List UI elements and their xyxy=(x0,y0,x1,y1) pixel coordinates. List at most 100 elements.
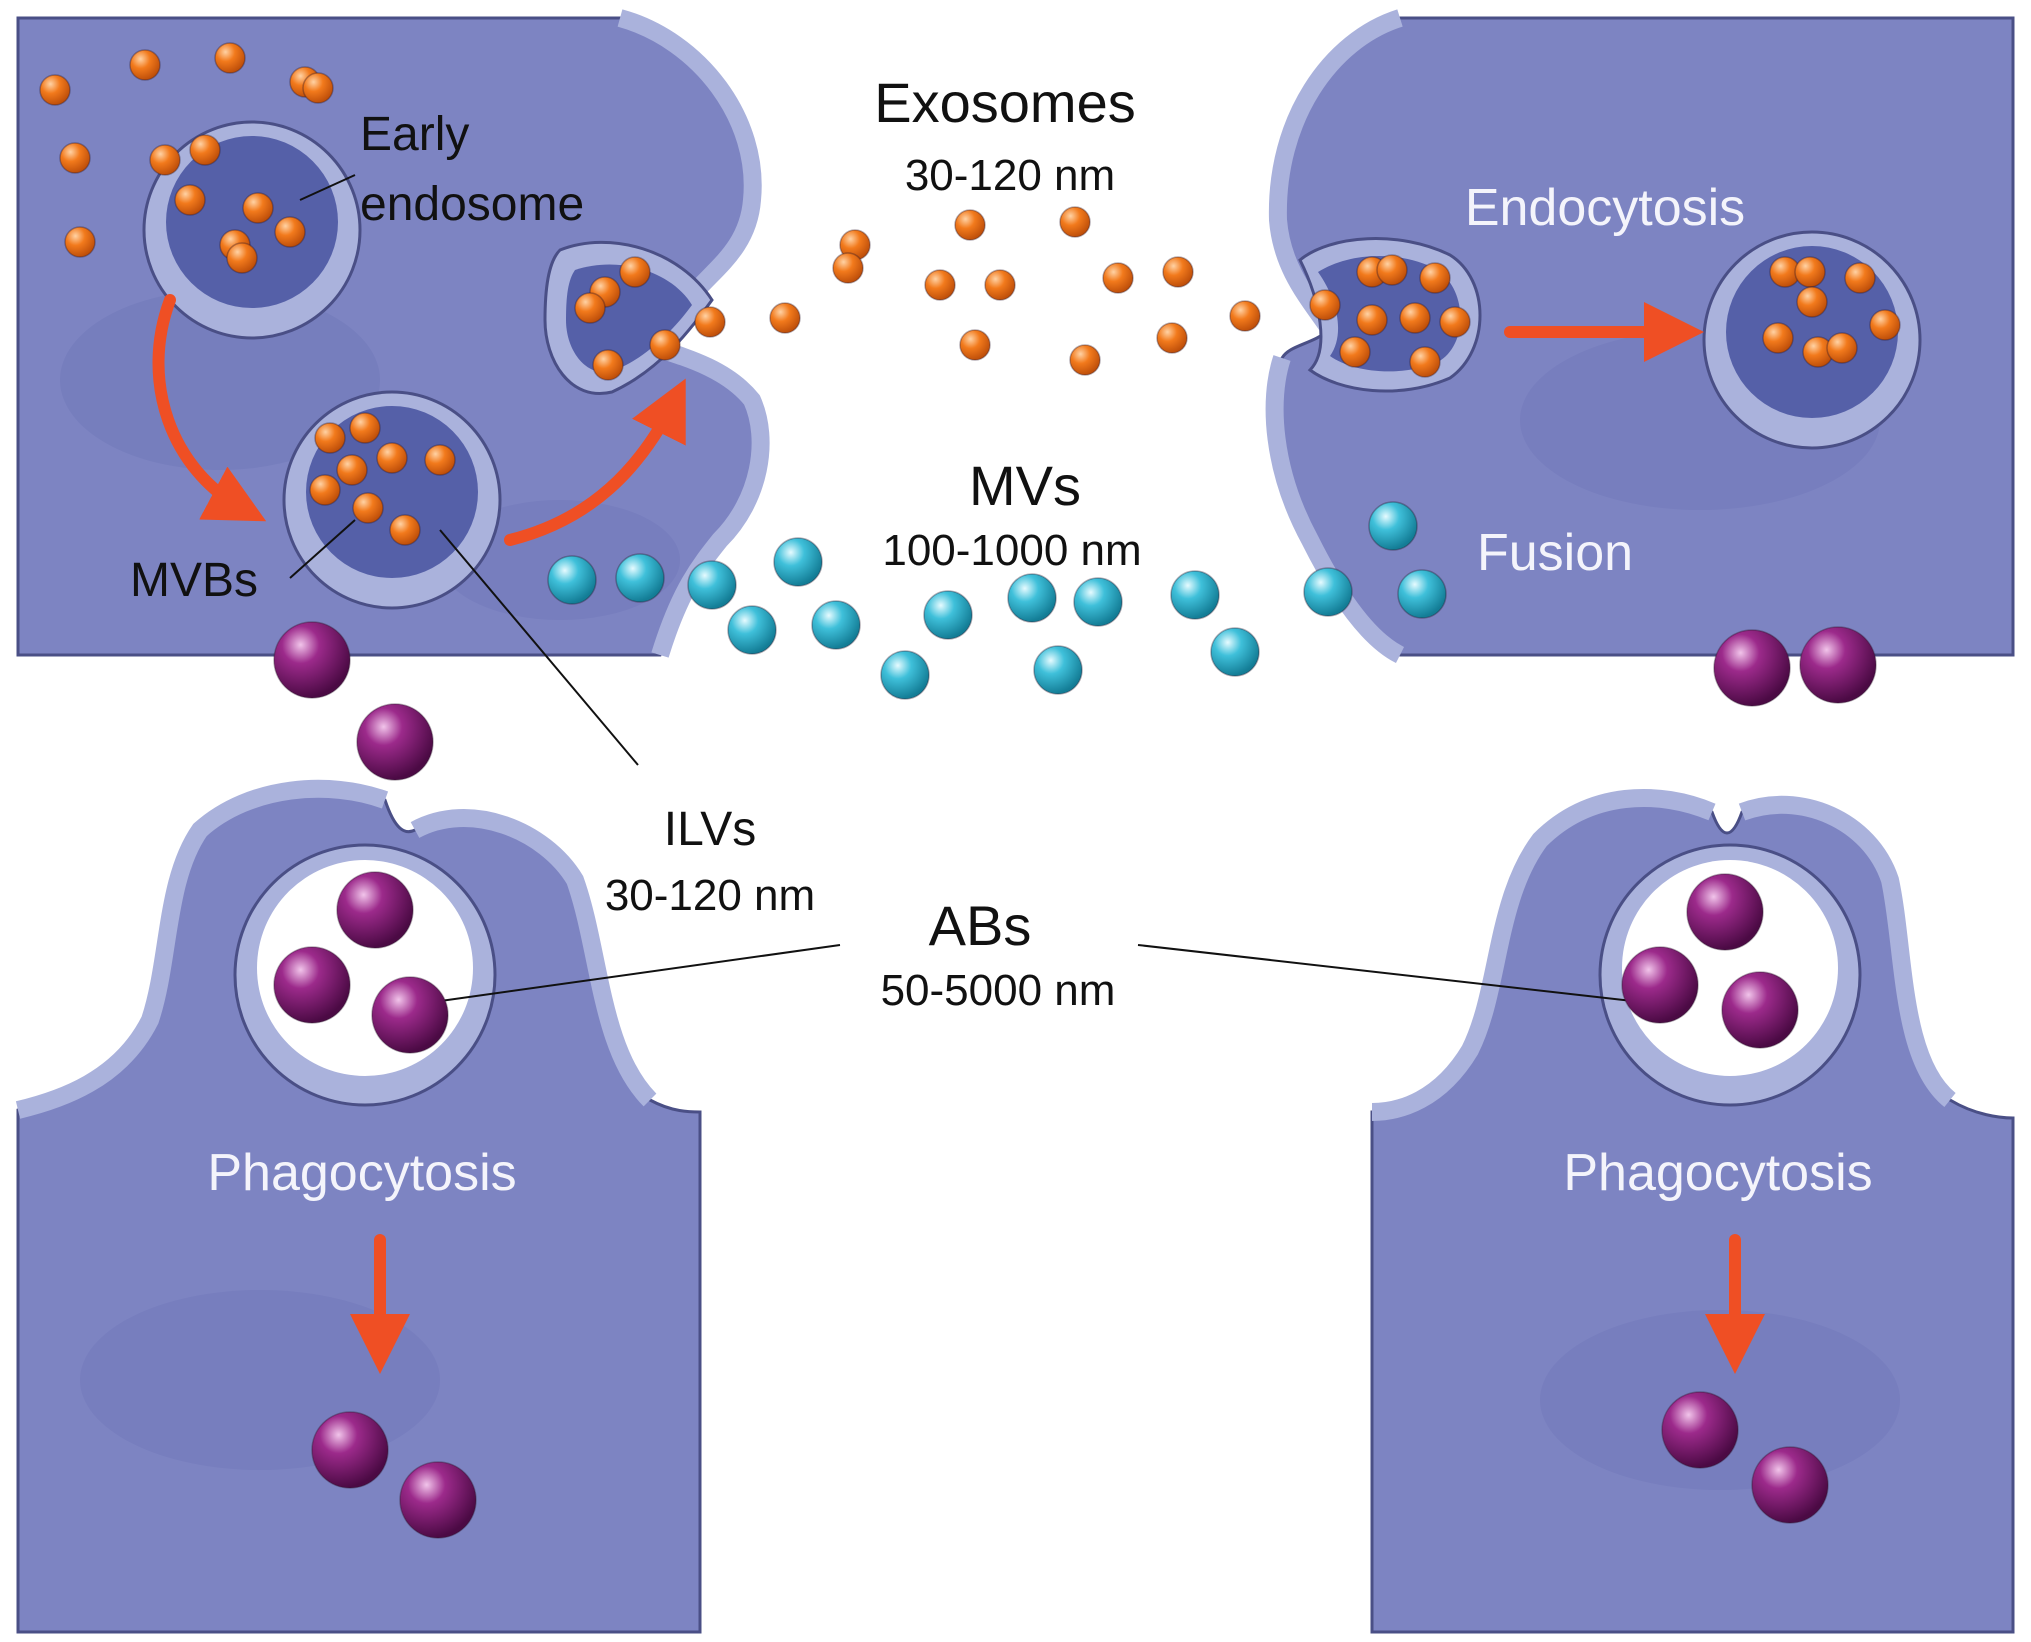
microvesicle-particle xyxy=(727,605,777,655)
label-early-endosome-line2: endosome xyxy=(360,178,584,231)
exosome-particle xyxy=(274,216,306,248)
exosome-particle xyxy=(619,256,651,288)
apoptotic-body-particle xyxy=(356,703,434,781)
microvesicle-particles xyxy=(547,501,1447,700)
exosome-particle xyxy=(59,142,91,174)
arrow-endosome-to-mvb xyxy=(152,294,267,522)
exosome-particle xyxy=(1844,262,1876,294)
apoptotic-body-particle xyxy=(1751,1446,1829,1524)
exosome-particle xyxy=(984,269,1016,301)
exosome-particle xyxy=(174,184,206,216)
label-phagocytosis-left: Phagocytosis xyxy=(207,1144,516,1202)
exosome-particle xyxy=(924,269,956,301)
exosome-particle xyxy=(389,514,421,546)
apoptotic-body-particle xyxy=(1686,873,1764,951)
exosome-particle xyxy=(959,329,991,361)
exosome-particle xyxy=(302,72,334,104)
exosome-particle xyxy=(349,412,381,444)
exosome-particle xyxy=(1762,322,1794,354)
exosome-particle xyxy=(1156,322,1188,354)
apoptotic-body-particle xyxy=(1721,971,1799,1049)
exosome-particle xyxy=(832,252,864,284)
apoptotic-body-particle xyxy=(371,976,449,1054)
apoptotic-body-particle xyxy=(1661,1391,1739,1469)
leader-ilvs xyxy=(439,529,639,766)
microvesicle-particle xyxy=(547,555,597,605)
exosome-particle xyxy=(1309,289,1341,321)
label-endocytosis: Endocytosis xyxy=(1465,179,1745,237)
early-endosome xyxy=(142,120,362,340)
microvesicle-particle xyxy=(880,650,930,700)
exosome-particle xyxy=(954,209,986,241)
exosome-particle xyxy=(769,302,801,334)
label-phagocytosis-right: Phagocytosis xyxy=(1563,1144,1872,1202)
exosome-particle xyxy=(242,192,274,224)
microvesicle-particle xyxy=(1210,627,1260,677)
exosome-particle xyxy=(1409,346,1441,378)
exosome-particle xyxy=(574,292,606,324)
exosome-particle xyxy=(1339,336,1371,368)
microvesicle-particle xyxy=(1368,501,1418,551)
microvesicle-particle xyxy=(923,590,973,640)
exosome-particle xyxy=(1162,256,1194,288)
exosome-particle xyxy=(1869,309,1901,341)
process-arrows xyxy=(152,294,1765,1374)
microvesicle-particle xyxy=(1303,567,1353,617)
exosome-particle xyxy=(1229,300,1261,332)
microvesicle-particle xyxy=(615,553,665,603)
exosome-particle xyxy=(214,42,246,74)
exosome-particle xyxy=(129,49,161,81)
exosome-particle xyxy=(1399,302,1431,334)
microvesicle-particle xyxy=(1033,645,1083,695)
apoptotic-body-particle xyxy=(399,1461,477,1539)
exosome-particle xyxy=(649,329,681,361)
microvesicle-particle xyxy=(1397,569,1447,619)
leader-lines xyxy=(289,174,1651,1006)
apoptotic-body-particle xyxy=(273,621,351,699)
exosome-particle xyxy=(39,74,71,106)
exosome-particle xyxy=(226,242,258,274)
exosome-particle xyxy=(1069,344,1101,376)
exosome-particle xyxy=(1796,286,1828,318)
exosome-particle xyxy=(149,144,181,176)
leader-abs-right xyxy=(1137,944,1651,1004)
apoptotic-body-particle xyxy=(1713,629,1791,707)
exosome-particle xyxy=(309,474,341,506)
exosome-particle xyxy=(424,444,456,476)
exosome-particle xyxy=(64,226,96,258)
microvesicle-particle xyxy=(811,600,861,650)
exosome-particle xyxy=(592,349,624,381)
label-fusion: Fusion xyxy=(1477,524,1633,582)
label-ilvs: ILVs xyxy=(664,803,756,856)
exosome-particle xyxy=(1419,262,1451,294)
label-exosomes-size: 30-120 nm xyxy=(905,151,1115,200)
apoptotic-body-particle xyxy=(273,946,351,1024)
exosome-particle xyxy=(1059,206,1091,238)
exosome-particle xyxy=(1439,306,1471,338)
microvesicle-particle xyxy=(773,537,823,587)
microvesicle-particle xyxy=(1170,570,1220,620)
apoptotic-body-particles xyxy=(273,621,1877,1539)
exosome-particle xyxy=(1794,256,1826,288)
apoptotic-body-particle xyxy=(1799,626,1877,704)
leader-abs-left xyxy=(411,944,841,1006)
arrow-mvb-to-membrane xyxy=(504,378,686,546)
label-mvs: MVs xyxy=(969,454,1081,517)
microvesicle-particle xyxy=(1007,573,1057,623)
exosome-particle xyxy=(694,306,726,338)
exosome-particle xyxy=(336,454,368,486)
label-ilvs-size: 30-120 nm xyxy=(605,871,815,920)
labels: Early endosome MVBs Exosomes 30-120 nm M… xyxy=(130,71,1873,1202)
exosome-particle xyxy=(1356,304,1388,336)
label-mvs-size: 100-1000 nm xyxy=(882,526,1141,575)
microvesicle-particle xyxy=(687,560,737,610)
exosome-particle xyxy=(1826,332,1858,364)
leader-early-endosome xyxy=(299,174,356,201)
apoptotic-body-particle xyxy=(336,871,414,949)
exosome-particle xyxy=(376,442,408,474)
apoptotic-body-particle xyxy=(311,1411,389,1489)
exosome-particle xyxy=(352,492,384,524)
microvesicle-particle xyxy=(1073,577,1123,627)
exosome-particle xyxy=(1376,254,1408,286)
